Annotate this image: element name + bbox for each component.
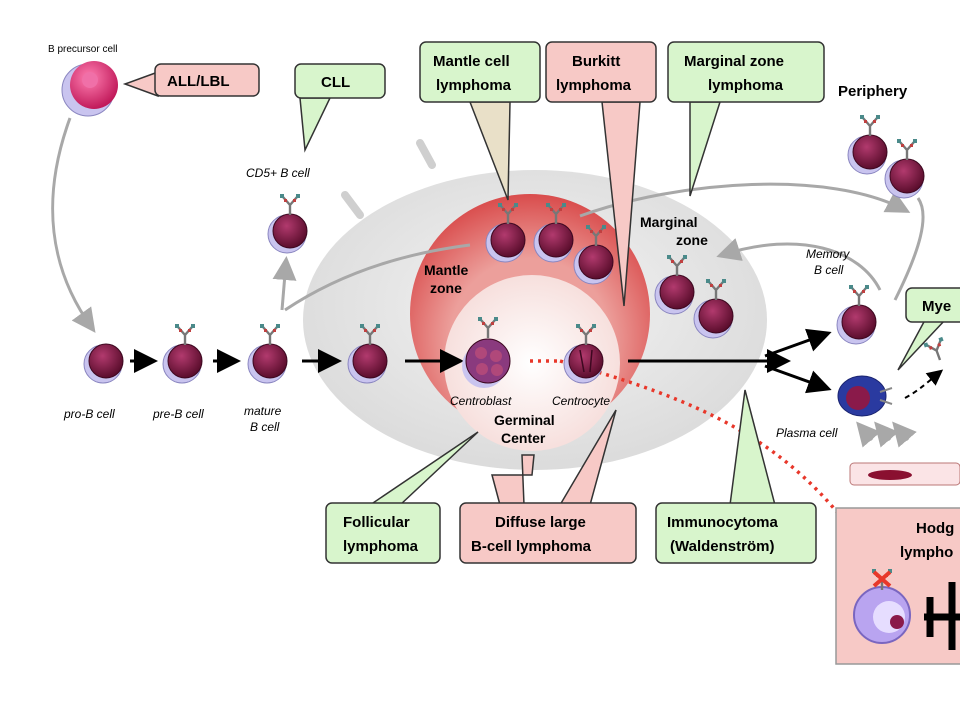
label-marginal-1: Marginal <box>640 214 698 230</box>
callout-text-immuno-2: (Waldenström) <box>670 538 774 555</box>
callout-mantle-cell-lymphoma <box>419 41 541 201</box>
red-dotted-arrows <box>530 359 866 551</box>
callout-text-dlbcl-1: Diffuse large <box>495 514 586 531</box>
callout-text-hodgkin-2: lympho <box>900 544 953 561</box>
callout-text-myeloma: Mye <box>922 298 951 315</box>
callout-text-follicular-2: lymphoma <box>343 538 419 555</box>
black-arrows <box>130 328 944 399</box>
pre-b-cell <box>163 324 202 383</box>
label-mantle-1: Mantle <box>424 262 469 278</box>
hodgkin-lymphoma-box <box>835 507 960 665</box>
callout-text-dlbcl-2: B-cell lymphoma <box>471 538 592 555</box>
b-precursor-cell <box>61 61 118 117</box>
label-memory-2: B cell <box>814 263 844 277</box>
label-marginal-2: zone <box>676 232 708 248</box>
callout-follicular-lymphoma <box>325 431 479 564</box>
callout-text-follicular-1: Follicular <box>343 514 410 531</box>
callout-text-burkitt-1: Burkitt <box>572 53 620 70</box>
callout-text-mantle-1: Mantle cell <box>433 53 510 70</box>
label-memory-1: Memory <box>806 247 850 261</box>
reed-sternberg-cell-icon <box>853 567 911 644</box>
label-mantle-2: zone <box>430 280 462 296</box>
callout-burkitt-lymphoma <box>545 41 657 307</box>
label-centroblast: Centroblast <box>450 394 512 408</box>
periphery-cells <box>848 115 924 198</box>
inhibition-icon <box>924 582 960 650</box>
callout-immunocytoma <box>655 389 817 564</box>
label-germinal-1: Germinal <box>494 412 555 428</box>
plasma-cell <box>837 375 893 417</box>
memory-b-cell <box>837 285 876 344</box>
centroblast-cell <box>462 315 511 388</box>
label-centrocyte: Centrocyte <box>552 394 610 408</box>
callout-text-immuno-1: Immunocytoma <box>667 514 779 531</box>
label-b-precursor: B precursor cell <box>48 44 117 55</box>
cd5-b-cell <box>268 194 307 253</box>
callout-all-lbl <box>122 63 260 98</box>
label-cd5-b: CD5+ B cell <box>246 166 310 180</box>
label-germinal-2: Center <box>501 430 546 446</box>
centrocyte-cell <box>564 324 603 383</box>
blood-vessel <box>849 462 960 486</box>
label-pre-b: pre-B cell <box>152 407 204 421</box>
label-mature-1: mature <box>244 404 282 418</box>
callout-text-all-lbl: ALL/LBL <box>167 73 229 90</box>
pro-b-cell <box>83 343 124 384</box>
callout-text-marginal-1: Marginal zone <box>684 53 784 70</box>
callout-text-mantle-2: lymphoma <box>436 77 512 94</box>
label-periphery: Periphery <box>838 83 908 100</box>
callout-text-hodgkin-1: Hodg <box>916 520 954 537</box>
mature-b-cell <box>248 324 287 383</box>
callout-cll <box>294 63 386 153</box>
callout-marginal-zone-lymphoma <box>667 41 825 197</box>
label-plasma: Plasma cell <box>776 426 838 440</box>
label-mature-2: B cell <box>250 420 280 434</box>
label-pro-b: pro-B cell <box>63 407 115 421</box>
callout-text-burkitt-2: lymphoma <box>556 77 632 94</box>
callout-text-cll: CLL <box>321 74 350 91</box>
callout-diffuse-large-b-cell-lymphoma <box>459 409 637 564</box>
germinal-center <box>444 275 620 451</box>
antibody-icon <box>922 335 951 365</box>
callout-myeloma <box>897 287 960 371</box>
callout-text-marginal-2: lymphoma <box>708 77 784 94</box>
